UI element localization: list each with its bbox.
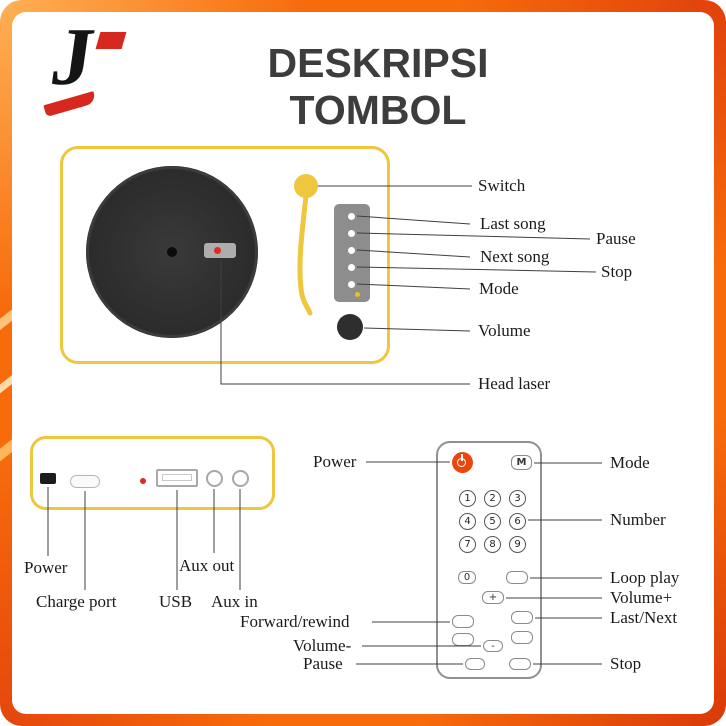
remote-key-3: 3 — [509, 490, 526, 507]
remote-power-button — [452, 452, 473, 473]
remote-key-2: 2 — [484, 490, 501, 507]
mode-label: Mode — [479, 279, 519, 298]
rc-stop-label: Stop — [610, 654, 642, 673]
aux-in-jack — [232, 470, 249, 487]
volume-knob — [337, 314, 363, 340]
remote-volume-up-button: + — [482, 591, 504, 604]
page-title: DESKRIPSI TOMBOL — [267, 40, 489, 133]
rc-pause-label: Pause — [303, 654, 343, 673]
aux-out-jack — [206, 470, 223, 487]
remote-pause-button — [465, 658, 485, 670]
pause-label: Pause — [596, 229, 636, 248]
remote-key-1: 1 — [459, 490, 476, 507]
tonearm-pivot — [294, 174, 318, 198]
bp-aux-in-label: Aux in — [211, 592, 258, 611]
last-song-label: Last song — [480, 214, 546, 233]
stop-label: Stop — [601, 262, 633, 281]
remote-last-button — [511, 631, 533, 644]
remote-stop-button — [509, 658, 531, 670]
panel-button-next-song — [348, 247, 355, 254]
rc-forward-rewind-label: Forward/rewind — [240, 612, 350, 631]
remote-rewind-button — [452, 615, 474, 628]
bp-usb-label: USB — [159, 592, 193, 611]
rc-last-next-label: Last/Next — [610, 608, 678, 627]
brand-logo-letter: J — [45, 11, 100, 102]
rc-mode-label: Mode — [610, 453, 650, 472]
panel-button-last-song — [348, 213, 355, 220]
panel-button-pause — [348, 230, 355, 237]
back-panel-body — [30, 436, 275, 510]
remote-key-8: 8 — [484, 536, 501, 553]
charge-port — [70, 475, 100, 488]
record-center-dot — [167, 247, 177, 257]
rc-loop-play-label: Loop play — [610, 568, 680, 587]
charge-led — [140, 478, 146, 484]
remote-key-5: 5 — [484, 513, 501, 530]
rc-volume-plus-label: Volume+ — [610, 588, 673, 607]
remote-forward-button — [452, 633, 474, 646]
panel-indicator-led — [355, 292, 360, 297]
remote-key-7: 7 — [459, 536, 476, 553]
remote-next-button — [511, 611, 533, 624]
panel-button-stop — [348, 264, 355, 271]
remote-key-6: 6 — [509, 513, 526, 530]
rc-volume-minus-label: Volume- — [293, 636, 352, 655]
head-laser-label: Head laser — [478, 374, 551, 393]
bp-charge-port-label: Charge port — [36, 592, 117, 611]
switch-label: Switch — [478, 176, 526, 195]
remote-key-0: 0 — [458, 571, 476, 584]
remote-mode-button: M — [511, 455, 532, 470]
remote-loop-button — [506, 571, 528, 584]
remote-key-4: 4 — [459, 513, 476, 530]
rc-number-label: Number — [610, 510, 666, 529]
bp-aux-out-label: Aux out — [179, 556, 235, 575]
panel-button-mode — [348, 281, 355, 288]
volume-label: Volume — [478, 321, 531, 340]
rc-power-label: Power — [313, 452, 357, 471]
power-switch — [40, 473, 56, 484]
next-song-label: Next song — [480, 247, 550, 266]
laser-indicator-dot — [214, 247, 221, 254]
power-icon-bar — [461, 454, 463, 461]
usb-port-tongue — [162, 474, 192, 481]
usb-port — [156, 469, 198, 487]
brand-logo-accent — [95, 32, 127, 49]
bp-power-label: Power — [24, 558, 68, 577]
remote-volume-down-button: - — [483, 640, 503, 652]
brand-logo: J — [43, 11, 130, 117]
remote-key-9: 9 — [509, 536, 526, 553]
